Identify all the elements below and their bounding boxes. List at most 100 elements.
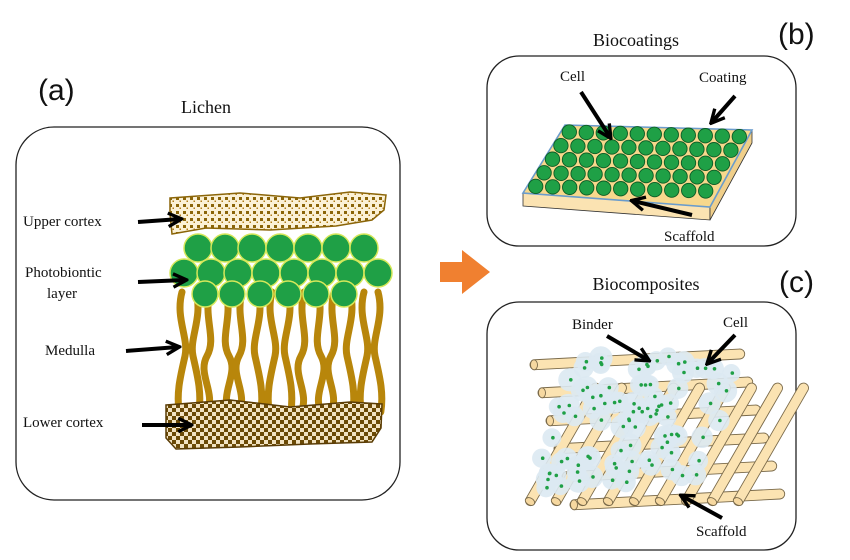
composite-cell-dot xyxy=(667,354,671,359)
coating-cell xyxy=(697,128,713,144)
coating-cell xyxy=(672,168,688,185)
composite-cell-dot xyxy=(645,362,649,367)
coating-cell xyxy=(723,142,739,158)
coating-cell xyxy=(596,180,612,196)
composite-cell-dot xyxy=(703,366,708,371)
photobiont-cell xyxy=(330,280,358,308)
hypha-strand xyxy=(188,288,204,416)
hypha-strand xyxy=(250,288,266,416)
upper-cortex-arrow xyxy=(137,219,180,222)
panel-c-letter: (c) xyxy=(779,266,814,299)
hypha-strand xyxy=(280,288,296,416)
composite-cell-dot xyxy=(632,402,636,406)
coating-cell xyxy=(646,126,662,142)
scaffold-rod xyxy=(732,382,809,507)
coating-cell xyxy=(561,124,577,140)
composite-cell-dot xyxy=(708,401,713,406)
composite-cell-dot xyxy=(545,485,549,490)
coating-cell xyxy=(714,156,731,172)
composite-cell-dot xyxy=(618,399,622,404)
composite-cell-dot xyxy=(682,370,686,375)
scaffold-arrow-c xyxy=(682,496,723,520)
composite-cell-dot xyxy=(712,367,717,371)
medulla-hyphae xyxy=(174,288,386,416)
photobiont-cell xyxy=(210,233,240,263)
coating-cell xyxy=(663,127,679,143)
panel-b-letter: (b) xyxy=(778,18,815,51)
composite-cell-dot xyxy=(677,386,681,391)
composite-cell-dot xyxy=(540,456,545,461)
panel-c-title: Biocomposites xyxy=(593,274,700,294)
panel-a: (a) Lichen Upper cortex Photobiontic lay… xyxy=(15,74,401,501)
composite-cell-dot xyxy=(619,448,623,453)
photobiont-cell xyxy=(321,233,351,263)
photobiontic-label-line1: Photobiontic xyxy=(25,265,102,281)
composite-cell-dot xyxy=(584,359,589,364)
coating-cell xyxy=(681,182,697,199)
composite-cell-dot xyxy=(546,477,550,482)
photobiont-cell xyxy=(237,233,267,263)
photobiont-cell xyxy=(246,280,274,308)
photobiont-cells xyxy=(169,233,393,308)
composite-cell-dot xyxy=(653,394,657,399)
composite-cell-dot xyxy=(591,475,595,479)
composite-cell-dot xyxy=(668,401,673,405)
medulla-label: Medulla xyxy=(45,343,95,359)
scaffold-label-c: Scaffold xyxy=(696,524,747,540)
composite-cell-dot xyxy=(547,471,552,476)
panel-b-title: Biocoatings xyxy=(593,30,679,50)
coating-cell xyxy=(604,166,620,183)
composite-cell-dot xyxy=(557,404,561,409)
composite-cell-dot xyxy=(603,401,607,406)
coating-cell xyxy=(629,126,645,142)
composite-cell-dot xyxy=(645,406,650,411)
scaffold-arrow-b xyxy=(633,201,693,217)
coating-cell xyxy=(578,152,595,168)
coating-cell xyxy=(731,128,747,145)
composite-cell-dot xyxy=(669,450,674,455)
coating-arrow xyxy=(712,94,737,122)
upper-cortex-layer xyxy=(169,191,387,235)
photobiont-cell xyxy=(349,233,379,263)
composite-cell-dot xyxy=(654,412,658,416)
coating-cell xyxy=(544,151,561,167)
composite-cell-dot xyxy=(621,424,626,429)
composite-cell-dot xyxy=(648,414,653,419)
coating-cell xyxy=(570,138,586,154)
coating-cell xyxy=(638,140,654,156)
composite-cell-dot xyxy=(585,385,590,390)
composite-cell-dot xyxy=(675,432,679,437)
composite-cell-dot xyxy=(683,360,687,364)
composite-cell-dot xyxy=(599,361,603,365)
composite-cell-dot xyxy=(666,415,670,419)
hypha-strand xyxy=(370,288,386,416)
coating-label: Coating xyxy=(699,70,747,86)
composite-cell-dot xyxy=(599,393,603,398)
coating-cell xyxy=(689,141,705,157)
composite-cell-dot xyxy=(630,459,634,464)
hypha-strand xyxy=(221,288,236,416)
composite-cell-dot xyxy=(647,458,652,463)
composite-cell-dot xyxy=(575,470,580,474)
hypha-strand xyxy=(313,288,328,416)
hypha-strand xyxy=(232,288,247,416)
coating-cell xyxy=(680,127,696,143)
hypha-strand xyxy=(174,288,190,416)
coating-cell xyxy=(579,180,595,196)
hypha-strand xyxy=(356,288,372,416)
coating-cell xyxy=(612,153,629,169)
upper-cortex-label: Upper cortex xyxy=(23,214,102,230)
composite-cell-dot xyxy=(559,484,564,488)
coating-cell xyxy=(621,167,637,183)
composite-cell-dot xyxy=(637,367,641,372)
composite-cell-dot xyxy=(627,417,631,422)
composite-cell-dot xyxy=(577,479,582,483)
composite-cell-dot xyxy=(724,389,729,393)
coating-cell xyxy=(561,152,578,168)
composite-cell-dot xyxy=(718,418,722,423)
composite-cell-dot xyxy=(697,458,701,463)
coating-cell xyxy=(655,168,671,184)
photobiont-cell xyxy=(302,280,330,308)
composite-cell-dot xyxy=(716,381,721,386)
